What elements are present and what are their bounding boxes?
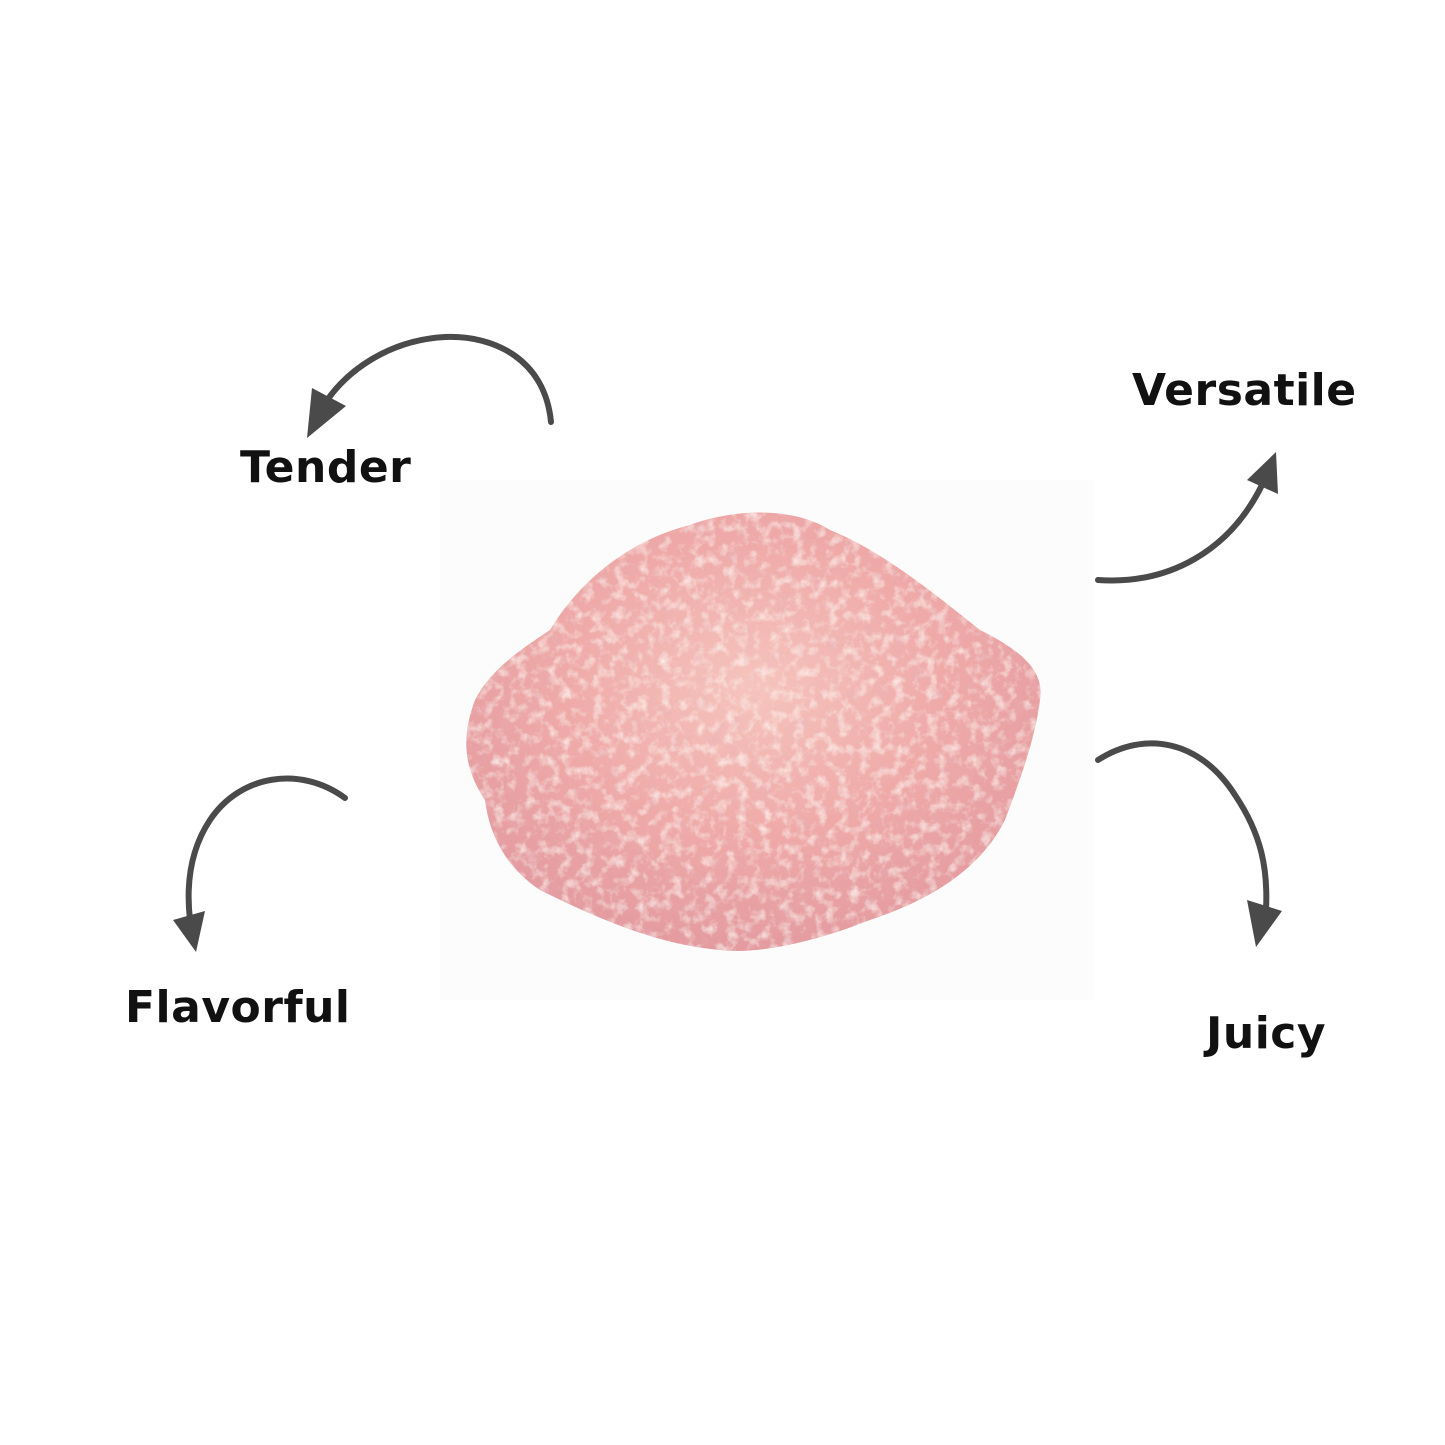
label-versatile: Versatile — [1132, 365, 1357, 416]
label-juicy: Juicy — [1206, 1008, 1327, 1059]
label-tender: Tender — [240, 442, 412, 493]
arrow-to-juicy-icon — [1095, 740, 1282, 947]
arrow-to-tender-icon — [307, 333, 554, 438]
label-flavorful: Flavorful — [125, 982, 351, 1033]
arrow-to-flavorful-icon — [173, 775, 348, 952]
ground-meat-image — [466, 512, 1041, 951]
arrow-to-versatile-icon — [1095, 452, 1278, 584]
